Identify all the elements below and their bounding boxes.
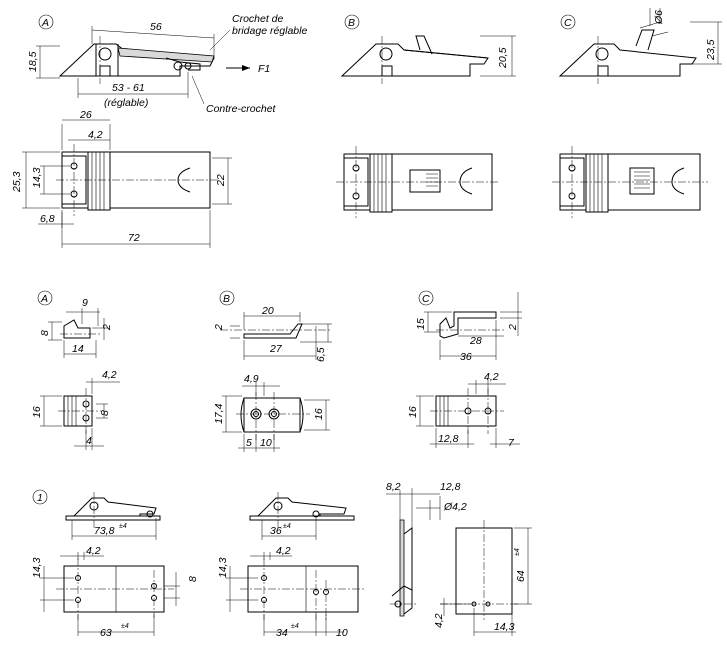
dim-m-73-8: 73,8 [94, 525, 115, 537]
view-b-plan [336, 146, 500, 218]
view-c-plan [552, 146, 708, 218]
dim-a-8b: 8 [99, 410, 111, 416]
view-a-callout-circle [38, 14, 54, 30]
dim-56: 56 [150, 21, 162, 33]
note-reglable: (réglable) [104, 97, 148, 109]
view-c-callout-circle [560, 14, 576, 30]
dim-m-36: 36 [270, 525, 282, 537]
dim-m-d4-2: Ø4,2 [443, 501, 467, 513]
dim-18-5: 18,5 [27, 51, 39, 72]
dim-c-28: 28 [469, 335, 482, 347]
dim-m-4-2a: 4,2 [86, 545, 101, 557]
dim-a-14: 14 [72, 343, 84, 355]
dim-m-14-3c: 14,3 [494, 621, 515, 633]
part-b-label: B [223, 293, 230, 305]
view-a-label: A [41, 17, 49, 29]
dim-c-16: 16 [407, 406, 419, 418]
view-b-side: B 20,5 [340, 14, 516, 84]
dim-53-61: 53 - 61 [112, 82, 145, 94]
dim-a-4-2: 4,2 [102, 369, 117, 381]
dim-m-10: 10 [336, 627, 348, 639]
dim-a-8: 8 [39, 330, 51, 336]
part-c-callout-circle [418, 290, 434, 306]
dim-c-12-8: 12,8 [438, 433, 459, 445]
dim-72: 72 [128, 232, 140, 244]
dim-m-12-8: 12,8 [440, 481, 461, 493]
note-contre-crochet: Contre-crochet [206, 103, 277, 115]
mount-1-left: 1 73,8 ±4 4,2 14,3 8 63 ±4 [31, 489, 199, 639]
note-crochet-2: bridage réglable [232, 25, 307, 37]
dim-25-3: 25,3 [11, 171, 23, 193]
dim-b-4-9: 4,9 [244, 373, 259, 385]
dim-c-7: 7 [508, 437, 515, 449]
note-force-f1: F1 [258, 63, 270, 75]
dim-b-17-4: 17,4 [213, 403, 225, 424]
dim-m-14-3a: 14,3 [31, 557, 43, 578]
part-c-label: C [422, 293, 430, 305]
mount-1-middle: 36 ±4 4,2 14,3 34 ±4 10 [217, 492, 366, 639]
part-a: A 9 8 2 14 4,2 16 8 4 [31, 290, 120, 450]
dim-m-73-8-tol: ±4 [119, 523, 127, 530]
part-b: B 20 2 27 6,5 4,9 17,4 16 5 10 [213, 290, 332, 452]
dim-m-34: 34 [276, 627, 288, 639]
dim-a-2: 2 [101, 324, 113, 331]
dim-m-63: 63 [100, 627, 112, 639]
dim-22: 22 [215, 174, 227, 187]
dim-a-16: 16 [31, 406, 43, 418]
dim-m-4-2c: 4,2 [433, 613, 445, 628]
part-c: C 15 28 2 36 4,2 16 12,8 7 [407, 290, 522, 449]
dim-14-3: 14,3 [31, 167, 43, 188]
dim-b-6-5: 6,5 [315, 347, 327, 362]
dim-m-34-tol: ±4 [291, 623, 299, 630]
mount-1-label: 1 [37, 492, 43, 504]
dim-a-9: 9 [82, 297, 88, 309]
dim-m-4-2b: 4,2 [276, 545, 291, 557]
view-c-label: C [564, 17, 572, 29]
dim-m-8-2: 8,2 [386, 481, 401, 493]
dim-23-5: 23,5 [705, 39, 717, 61]
dim-m-8: 8 [187, 576, 199, 582]
view-b-label: B [348, 17, 355, 29]
dim-m-36-tol: ±4 [283, 523, 291, 530]
mount-1-callout-circle [32, 489, 48, 505]
dim-c-4-2: 4,2 [484, 371, 499, 383]
dim-c-36: 36 [460, 351, 472, 363]
dim-b-10: 10 [260, 437, 272, 449]
dim-m-64-tol: ±4 [514, 548, 521, 556]
dim-b-16: 16 [313, 408, 325, 420]
view-a-side: A 56 18,5 53 - 61 (réglable) Crochet de … [27, 13, 307, 115]
dim-m-14-3b: 14,3 [217, 557, 229, 578]
view-a-plan: 26 4,2 25,3 14,3 6,8 72 22 [11, 109, 232, 248]
dim-a-4: 4 [86, 435, 92, 447]
part-a-label: A [40, 293, 48, 305]
dim-d6: Ø6 [653, 10, 665, 25]
dim-b-2: 2 [213, 324, 225, 331]
dim-6-8: 6,8 [40, 213, 55, 225]
view-c-side: C Ø6 23,5 [558, 8, 722, 84]
mount-1-right: 8,2 12,8 Ø4,2 64 ±4 4,2 14,3 [386, 481, 532, 636]
dim-c-15: 15 [415, 318, 427, 330]
part-b-callout-circle [219, 290, 235, 306]
dim-20-5: 20,5 [497, 47, 509, 69]
note-crochet-1: Crochet de [232, 13, 284, 25]
dim-c-2: 2 [507, 324, 519, 331]
dim-b-5: 5 [246, 437, 252, 449]
dim-b-20: 20 [261, 305, 274, 317]
dim-m-64: 64 [515, 570, 527, 582]
dim-m-63-tol: ±4 [121, 623, 129, 630]
dim-b-27: 27 [269, 343, 283, 355]
dim-26: 26 [79, 109, 92, 121]
view-b-callout-circle [344, 14, 360, 30]
part-a-callout-circle [37, 290, 53, 306]
dim-4-2-plan: 4,2 [88, 129, 103, 141]
